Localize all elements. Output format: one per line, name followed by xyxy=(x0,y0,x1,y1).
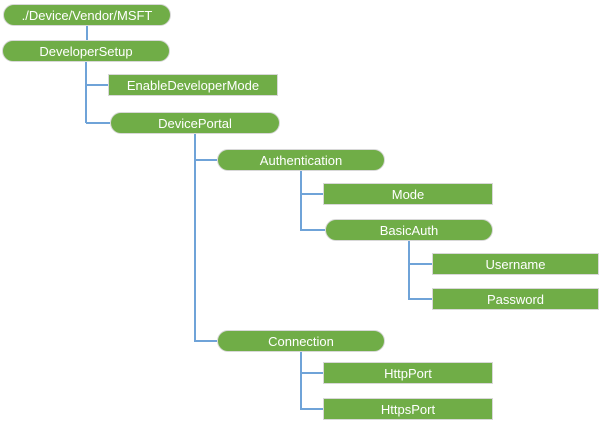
connector-authentication-trunk xyxy=(300,171,302,230)
node-basic-auth: BasicAuth xyxy=(325,219,493,241)
node-connection: Connection xyxy=(217,330,385,352)
connector-branch-deviceportal xyxy=(86,122,110,124)
connector-branch-connection xyxy=(194,340,217,342)
node-authentication: Authentication xyxy=(217,149,385,171)
connector-developersetup-trunk xyxy=(85,62,87,123)
connector-root-developersetup xyxy=(86,26,88,40)
node-username: Username xyxy=(432,253,599,275)
connector-basicauth-trunk xyxy=(408,241,410,299)
node-https-port: HttpsPort xyxy=(323,398,493,420)
connector-branch-httpport xyxy=(300,372,323,374)
connector-branch-authentication xyxy=(194,159,217,161)
connector-branch-basicauth xyxy=(300,229,325,231)
connector-branch-username xyxy=(408,263,432,265)
connector-branch-mode xyxy=(300,193,323,195)
node-developer-setup: DeveloperSetup xyxy=(2,40,170,62)
connector-branch-password xyxy=(408,298,432,300)
node-http-port: HttpPort xyxy=(323,362,493,384)
node-password: Password xyxy=(432,288,599,310)
node-mode: Mode xyxy=(323,183,493,205)
node-enable-developer-mode: EnableDeveloperMode xyxy=(108,74,278,96)
connector-deviceportal-trunk xyxy=(194,134,196,341)
connector-branch-httpsport xyxy=(300,408,323,410)
connector-branch-enabledevelopermode xyxy=(86,84,108,86)
node-root: ./Device/Vendor/MSFT xyxy=(3,4,171,26)
node-device-portal: DevicePortal xyxy=(110,112,280,134)
connector-connection-trunk xyxy=(300,352,302,409)
